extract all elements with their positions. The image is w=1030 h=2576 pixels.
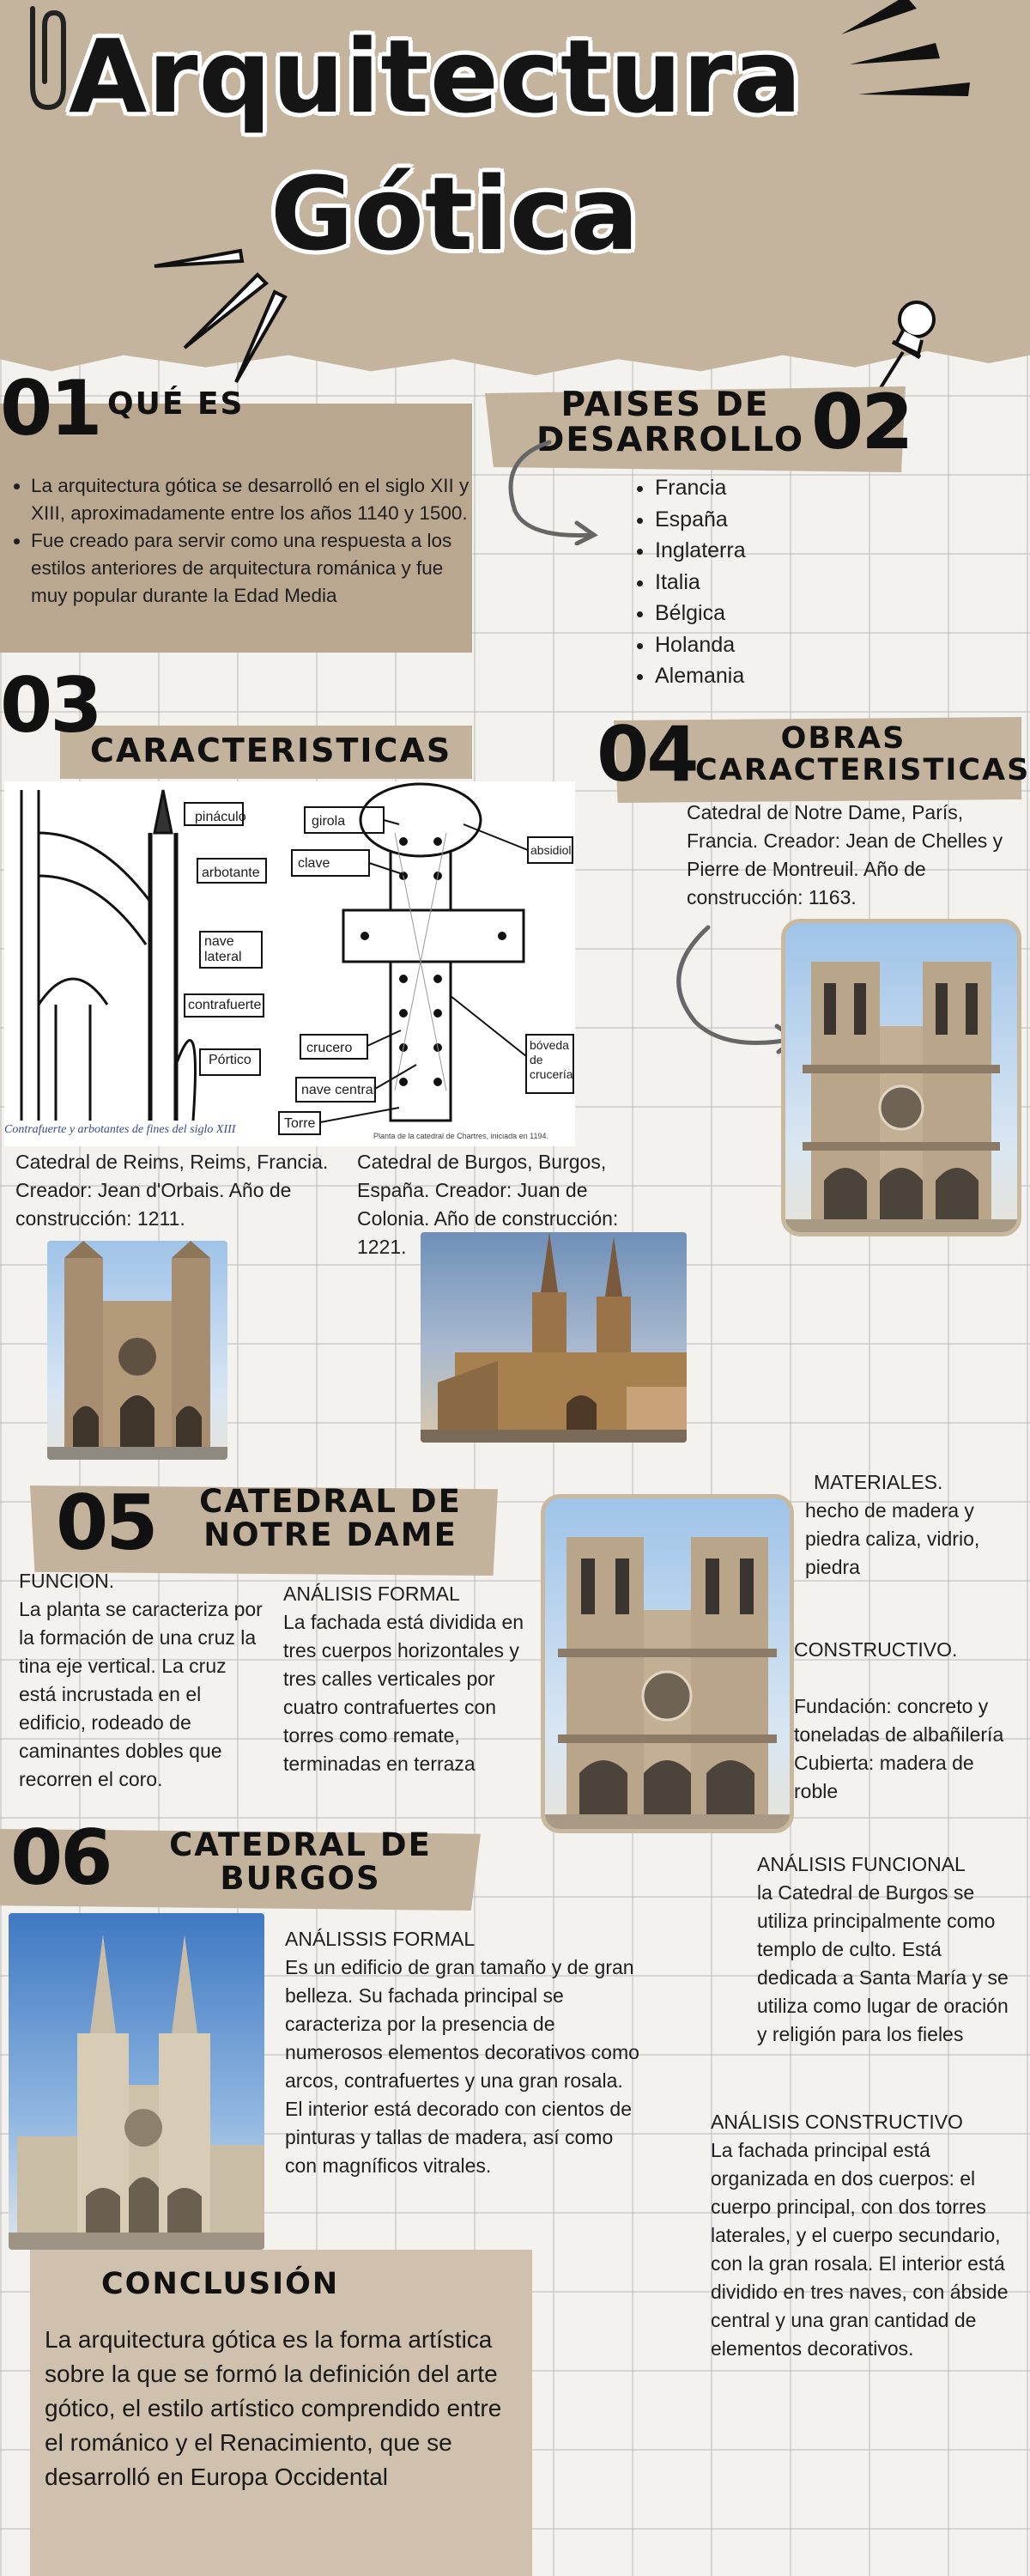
burgos-photo [421, 1232, 687, 1443]
list-item: Italia [655, 567, 746, 598]
formal-analysis-text: La fachada está dividida en tres cuerpos… [283, 1611, 524, 1775]
diagram-label: arbotante [202, 866, 260, 880]
diagram-label: Torre [284, 1116, 316, 1131]
diagram-label: nave lateral [204, 934, 242, 964]
diagram-label: bóveda de crucería [530, 1038, 573, 1081]
burgos-formal-title: ANÁLISSIS FORMAL [285, 1928, 476, 1950]
section-05-number: 05 [56, 1479, 158, 1567]
burgos-photo [9, 1913, 264, 2250]
funcion-block: FUNCION. La planta se caracteriza por la… [19, 1567, 268, 1794]
paperclip-icon [30, 6, 66, 111]
burgos-funcional-text: la Catedral de Burgos se utiliza princip… [757, 1881, 1009, 2045]
section-05-heading-line1: CATEDRAL DE [199, 1483, 462, 1520]
burgos-constructivo-text: La fachada principal está organizada en … [711, 2139, 1009, 2360]
notre-dame-description: Catedral de Notre Dame, París, Francia. … [687, 801, 1003, 908]
curved-arrow-icon [508, 440, 598, 545]
section-06-number: 06 [10, 1814, 112, 1902]
reims-photo [47, 1241, 227, 1460]
list-item: La arquitectura gótica se desarrolló en … [31, 472, 477, 527]
list-item: Inglaterra [655, 535, 746, 567]
formal-analysis-block: ANÁLISIS FORMAL La fachada está dividida… [283, 1580, 541, 1778]
list-item: Fue creado para servir como una respuest… [31, 527, 477, 610]
burgos-constructivo-block: ANÁLISIS CONSTRUCTIVO La fachada princip… [711, 2108, 1020, 2363]
section-05-heading-line2: NOTRE DAME [203, 1516, 457, 1553]
section-01-heading: QUÉ ES [107, 386, 245, 422]
section-03-heading-strip [60, 726, 472, 779]
burgos-formal-text: Es un edificio de gran tamaño y de gran … [285, 1956, 639, 2177]
sparkle-lines-icon [841, 0, 970, 96]
section-04-heading-line2: CARACTERISTICAS [695, 752, 1030, 787]
notre-dame-photo [541, 1494, 794, 1833]
cathedral-facade-drawing [9, 1935, 264, 2250]
conclusion-heading: CONCLUSIÓN [101, 2267, 340, 2301]
section-01-number: 01 [0, 364, 102, 453]
section-01-bullets: La arquitectura gótica se desarrolló en … [7, 472, 477, 610]
burgos-constructivo-title: ANÁLISIS CONSTRUCTIVO [711, 2111, 963, 2133]
conclusion-card [30, 2250, 532, 2576]
cathedral-facade-drawing [785, 962, 1017, 1232]
diagram-label: girola [312, 814, 346, 829]
constructivo-block: CONSTRUCTIVO. Fundación: concreto y tone… [794, 1607, 1021, 1834]
list-item: Holanda [655, 629, 746, 661]
page-title-line2: Gótica [270, 155, 640, 273]
cathedral-facade-drawing [47, 1241, 227, 1460]
gothic-structure-diagram: pináculo arbotante nave lateral contrafu… [4, 781, 575, 1146]
countries-list: Francia España Inglaterra Italia Bélgica… [631, 472, 746, 692]
list-item: Bélgica [655, 598, 746, 629]
section-06-heading-line1: CATEDRAL DE [169, 1826, 432, 1863]
cross-section-drawing [20, 782, 574, 1135]
section-03-heading: CARACTERISTICAS [90, 732, 452, 769]
section-06-heading-strip [0, 1829, 481, 1911]
page-title-line1: Arquitectura [69, 17, 803, 136]
section-02-heading: PAISES DE DESARROLLO [536, 386, 804, 459]
diagram-label: clave [298, 856, 330, 871]
conclusion-text: La arquitectura gótica es la forma artís… [45, 2326, 502, 2490]
funcion-title: FUNCION. [19, 1570, 115, 1592]
section-04-heading: OBRAS CARACTERISTICAS [695, 721, 1030, 787]
section-01-card [0, 404, 472, 653]
push-pin-icon [876, 301, 936, 395]
burgos-description: Catedral de Burgos, Burgos, España. Crea… [357, 1151, 619, 1258]
constructivo-title: CONSTRUCTIVO. [794, 1638, 958, 1661]
section-04-number: 04 [597, 710, 699, 799]
list-item: Francia [655, 472, 746, 504]
section-02-number: 02 [811, 378, 913, 466]
list-item: España [655, 504, 746, 536]
diagram-caption: Contrafuerte y arbotantes de fines del s… [4, 1123, 236, 1136]
section-05-heading: CATEDRAL DE NOTRE DAME [193, 1485, 468, 1552]
diagram-label: contrafuerte [188, 998, 262, 1012]
diagram-label: crucero [306, 1041, 353, 1055]
materiales-block: MATERIALES. hecho de madera y piedra cal… [805, 1468, 1020, 1582]
cathedral-facade-drawing [545, 1537, 790, 1829]
section-06-heading-line2: BURGOS [220, 1859, 381, 1897]
materiales-text: hecho de madera y piedra caliza, vidrio,… [805, 1499, 980, 1578]
list-item: Alemania [655, 660, 746, 692]
burgos-funcional-title: ANÁLISIS FUNCIONAL [757, 1853, 966, 1875]
diagram-label: absidiol [530, 843, 572, 857]
burgos-formal-block: ANÁLISSIS FORMAL Es un edificio de gran … [285, 1925, 645, 2180]
diagram-label: nave central [301, 1083, 377, 1097]
cathedral-drawing [421, 1232, 687, 1443]
sparkle-lines-icon [154, 248, 288, 383]
notre-dame-photo [781, 919, 1021, 1236]
diagram-label: Pórtico [209, 1053, 251, 1067]
section-02-heading-strip [485, 386, 906, 472]
section-04-heading-strip [614, 717, 1021, 803]
section-06-heading: CATEDRAL DE BURGOS [163, 1826, 438, 1897]
reims-description: Catedral de Reims, Reims, Francia. Cread… [15, 1151, 329, 1230]
plan-caption: Planta de la catedral de Chartres, inici… [373, 1132, 548, 1140]
diagram-label: pináculo [195, 810, 246, 824]
section-03-number: 03 [0, 661, 102, 750]
funcion-text: La planta se caracteriza por la formació… [19, 1598, 263, 1790]
formal-analysis-title: ANÁLISIS FORMAL [283, 1583, 460, 1605]
constructivo-text: Fundación: concreto y toneladas de albañ… [794, 1695, 1004, 1802]
section-02-heading-line2: DESARROLLO [536, 420, 804, 459]
section-05-heading-strip [30, 1485, 498, 1576]
burgos-funcional-block: ANÁLISIS FUNCIONAL la Catedral de Burgos… [757, 1850, 1019, 2049]
materiales-title: MATERIALES. [814, 1471, 943, 1493]
section-04-heading-line1: OBRAS [780, 721, 906, 756]
section-02-heading-line1: PAISES DE [560, 386, 770, 424]
